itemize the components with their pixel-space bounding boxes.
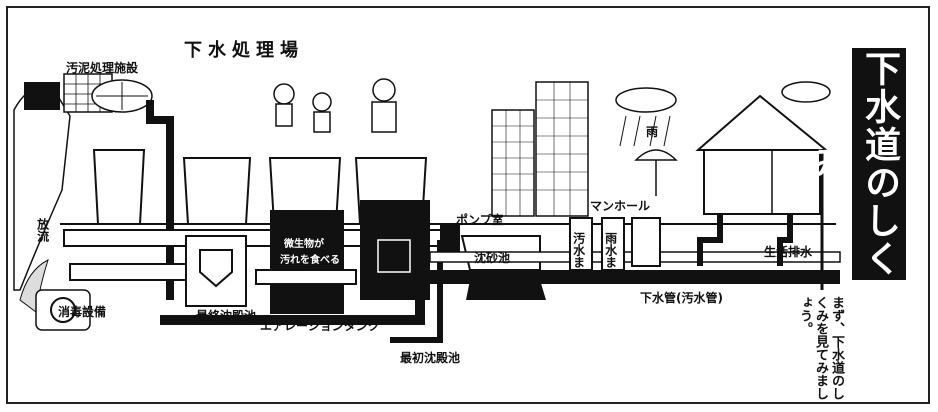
label-aeration-tank: エアレーションタンク [260, 319, 380, 333]
label-domestic-wastewater: 生活排水 [764, 245, 813, 259]
label-final-settling: 最終沈殿池 [196, 309, 257, 323]
office-building-1-windows [492, 110, 534, 216]
final-settling-hopper [199, 249, 233, 288]
outfall-channel [69, 263, 187, 281]
office-building-1 [491, 109, 535, 217]
disinfection-tank [50, 297, 76, 323]
grit-chamber-base [466, 280, 546, 300]
house-body [703, 149, 821, 215]
sewage-masu [569, 217, 593, 271]
office-building-2-windows [536, 82, 588, 216]
umbrella [634, 149, 678, 161]
sludge-pipe [146, 100, 174, 300]
house-drain-2 [777, 214, 793, 266]
label-rain-masu: 雨水ます [603, 232, 618, 280]
side-title: 下水道のしくみ [805, 48, 906, 280]
label-sewer-pipe: 下水管(汚水管) [640, 291, 723, 305]
label-manhole: マンホール [590, 199, 651, 213]
label-grit-chamber: 沈砂池 [474, 251, 511, 265]
label-microbes: 微生物が [284, 239, 324, 250]
sewer-pipe [430, 270, 840, 284]
office-building-2 [535, 81, 589, 217]
characters [273, 78, 397, 133]
label-disinfection: 消毒設備 [58, 305, 107, 319]
pump [440, 224, 460, 254]
riverbank [13, 86, 71, 291]
aeration-pipe [255, 269, 357, 285]
house-drain-1 [697, 214, 723, 266]
label-sludge-facility: 汚泥処理施設 [66, 61, 139, 75]
label-sewage-masu: 汚水ます [571, 232, 586, 280]
cloud-right [781, 81, 831, 103]
label-eat-dirt: 汚れを食べる [280, 255, 340, 266]
page-title: 下水処理場 [184, 40, 304, 61]
cloud-left [615, 87, 677, 113]
sludge-return-channel [160, 300, 425, 325]
rain-masu [601, 217, 625, 271]
manhole-shaft [631, 217, 661, 267]
aeration-tank [270, 210, 344, 314]
label-primary-settling: 最初沈殿池 [400, 351, 461, 365]
primary-settling-tank [360, 200, 430, 300]
caption: まず、下水道のしくみを見てみましょう。 [797, 296, 844, 400]
label-discharge: 放流 [35, 218, 50, 242]
primary-settling-hopper [377, 239, 411, 273]
tank-2 [182, 157, 252, 225]
label-rain: 雨 [646, 125, 659, 139]
tank-1 [92, 149, 146, 225]
label-pump-room: ポンプ室 [456, 213, 504, 227]
rain-streaks [619, 115, 671, 147]
house-roof [695, 94, 829, 151]
tunnel-mouth [24, 82, 60, 110]
